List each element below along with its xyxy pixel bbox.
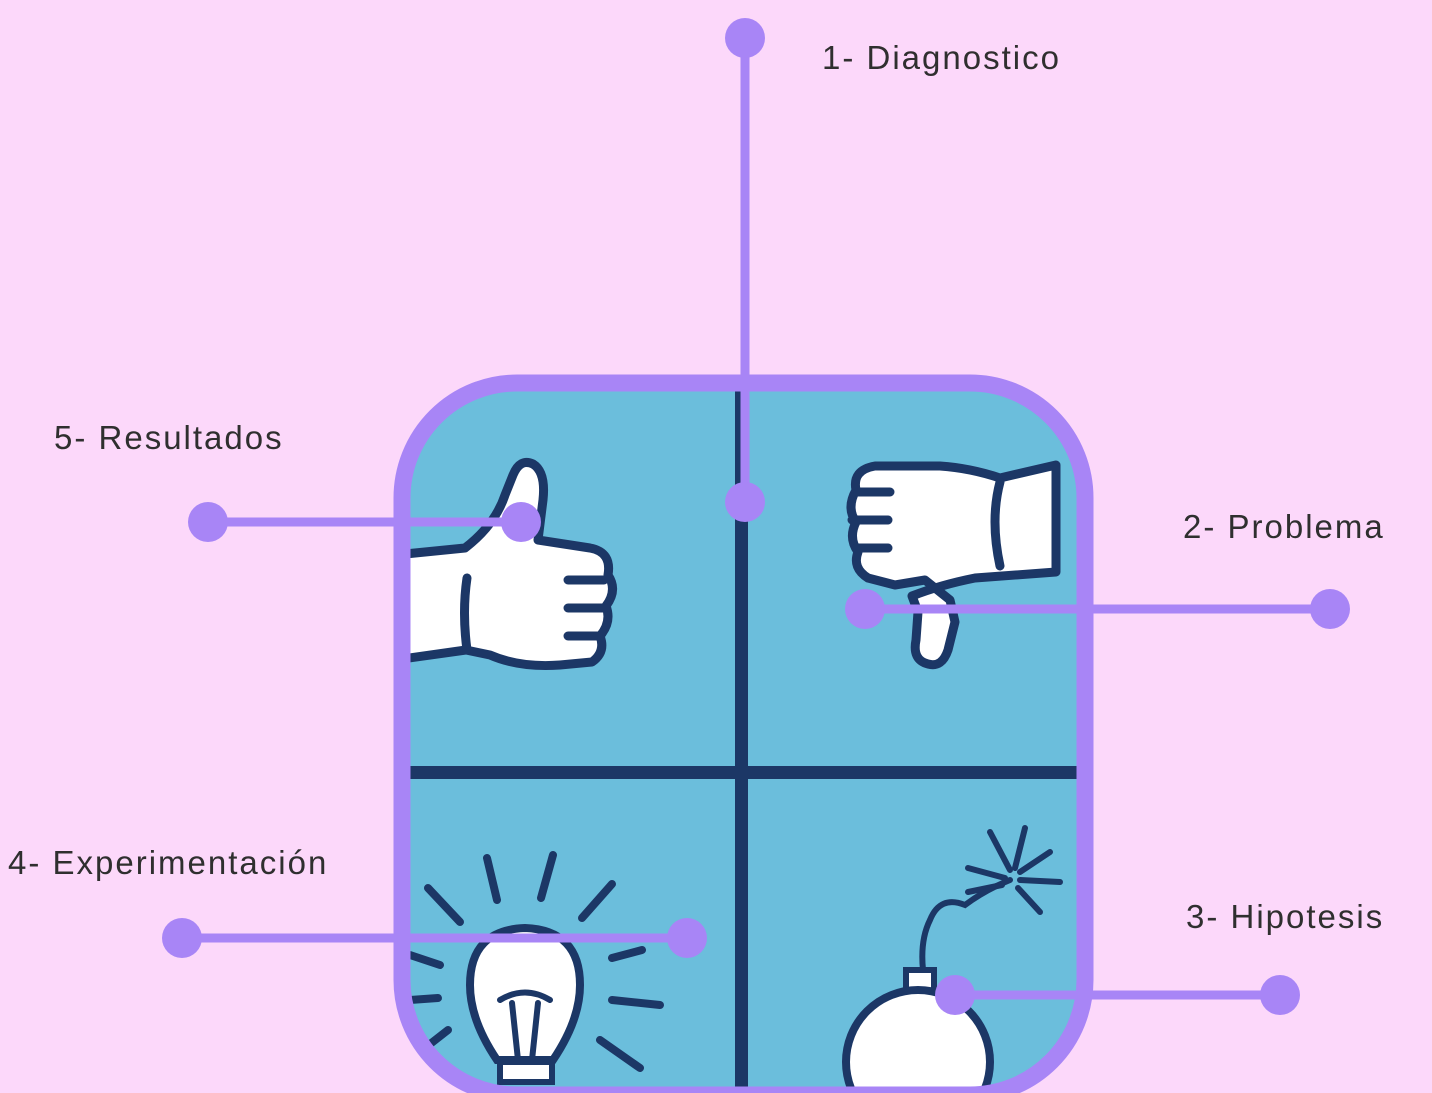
bomb-icon bbox=[842, 825, 1063, 1093]
dot-hipotesis-inner bbox=[935, 975, 975, 1015]
step-label-resultados: 5- Resultados bbox=[54, 419, 284, 456]
thumbs-up-icon bbox=[402, 457, 617, 671]
horizontal-divider bbox=[402, 766, 1085, 779]
dot-resultados-outer bbox=[188, 502, 228, 542]
connector-dots bbox=[162, 18, 1350, 1015]
dot-diagnostico-center bbox=[725, 482, 765, 522]
dot-resultados-inner bbox=[501, 502, 541, 542]
lightbulb-icon bbox=[406, 851, 664, 1085]
dot-problema-outer bbox=[1310, 589, 1350, 629]
dot-diagnostico-top bbox=[725, 18, 765, 58]
dot-hipotesis-outer bbox=[1260, 975, 1300, 1015]
step-label-problema: 2- Problema bbox=[1183, 508, 1385, 545]
step-label-experimentacion: 4- Experimentación bbox=[8, 844, 329, 881]
step-label-diagnostico: 1- Diagnostico bbox=[822, 39, 1061, 76]
vertical-divider bbox=[735, 383, 748, 1093]
step-label-hipotesis: 3- Hipotesis bbox=[1186, 898, 1385, 935]
connectors bbox=[177, 33, 1335, 1000]
dot-experimentacion-outer bbox=[162, 918, 202, 958]
dot-experimentacion-inner bbox=[667, 918, 707, 958]
thumbs-down-icon bbox=[846, 460, 1061, 670]
central-panel bbox=[393, 374, 1094, 1093]
dot-problema-inner bbox=[845, 589, 885, 629]
